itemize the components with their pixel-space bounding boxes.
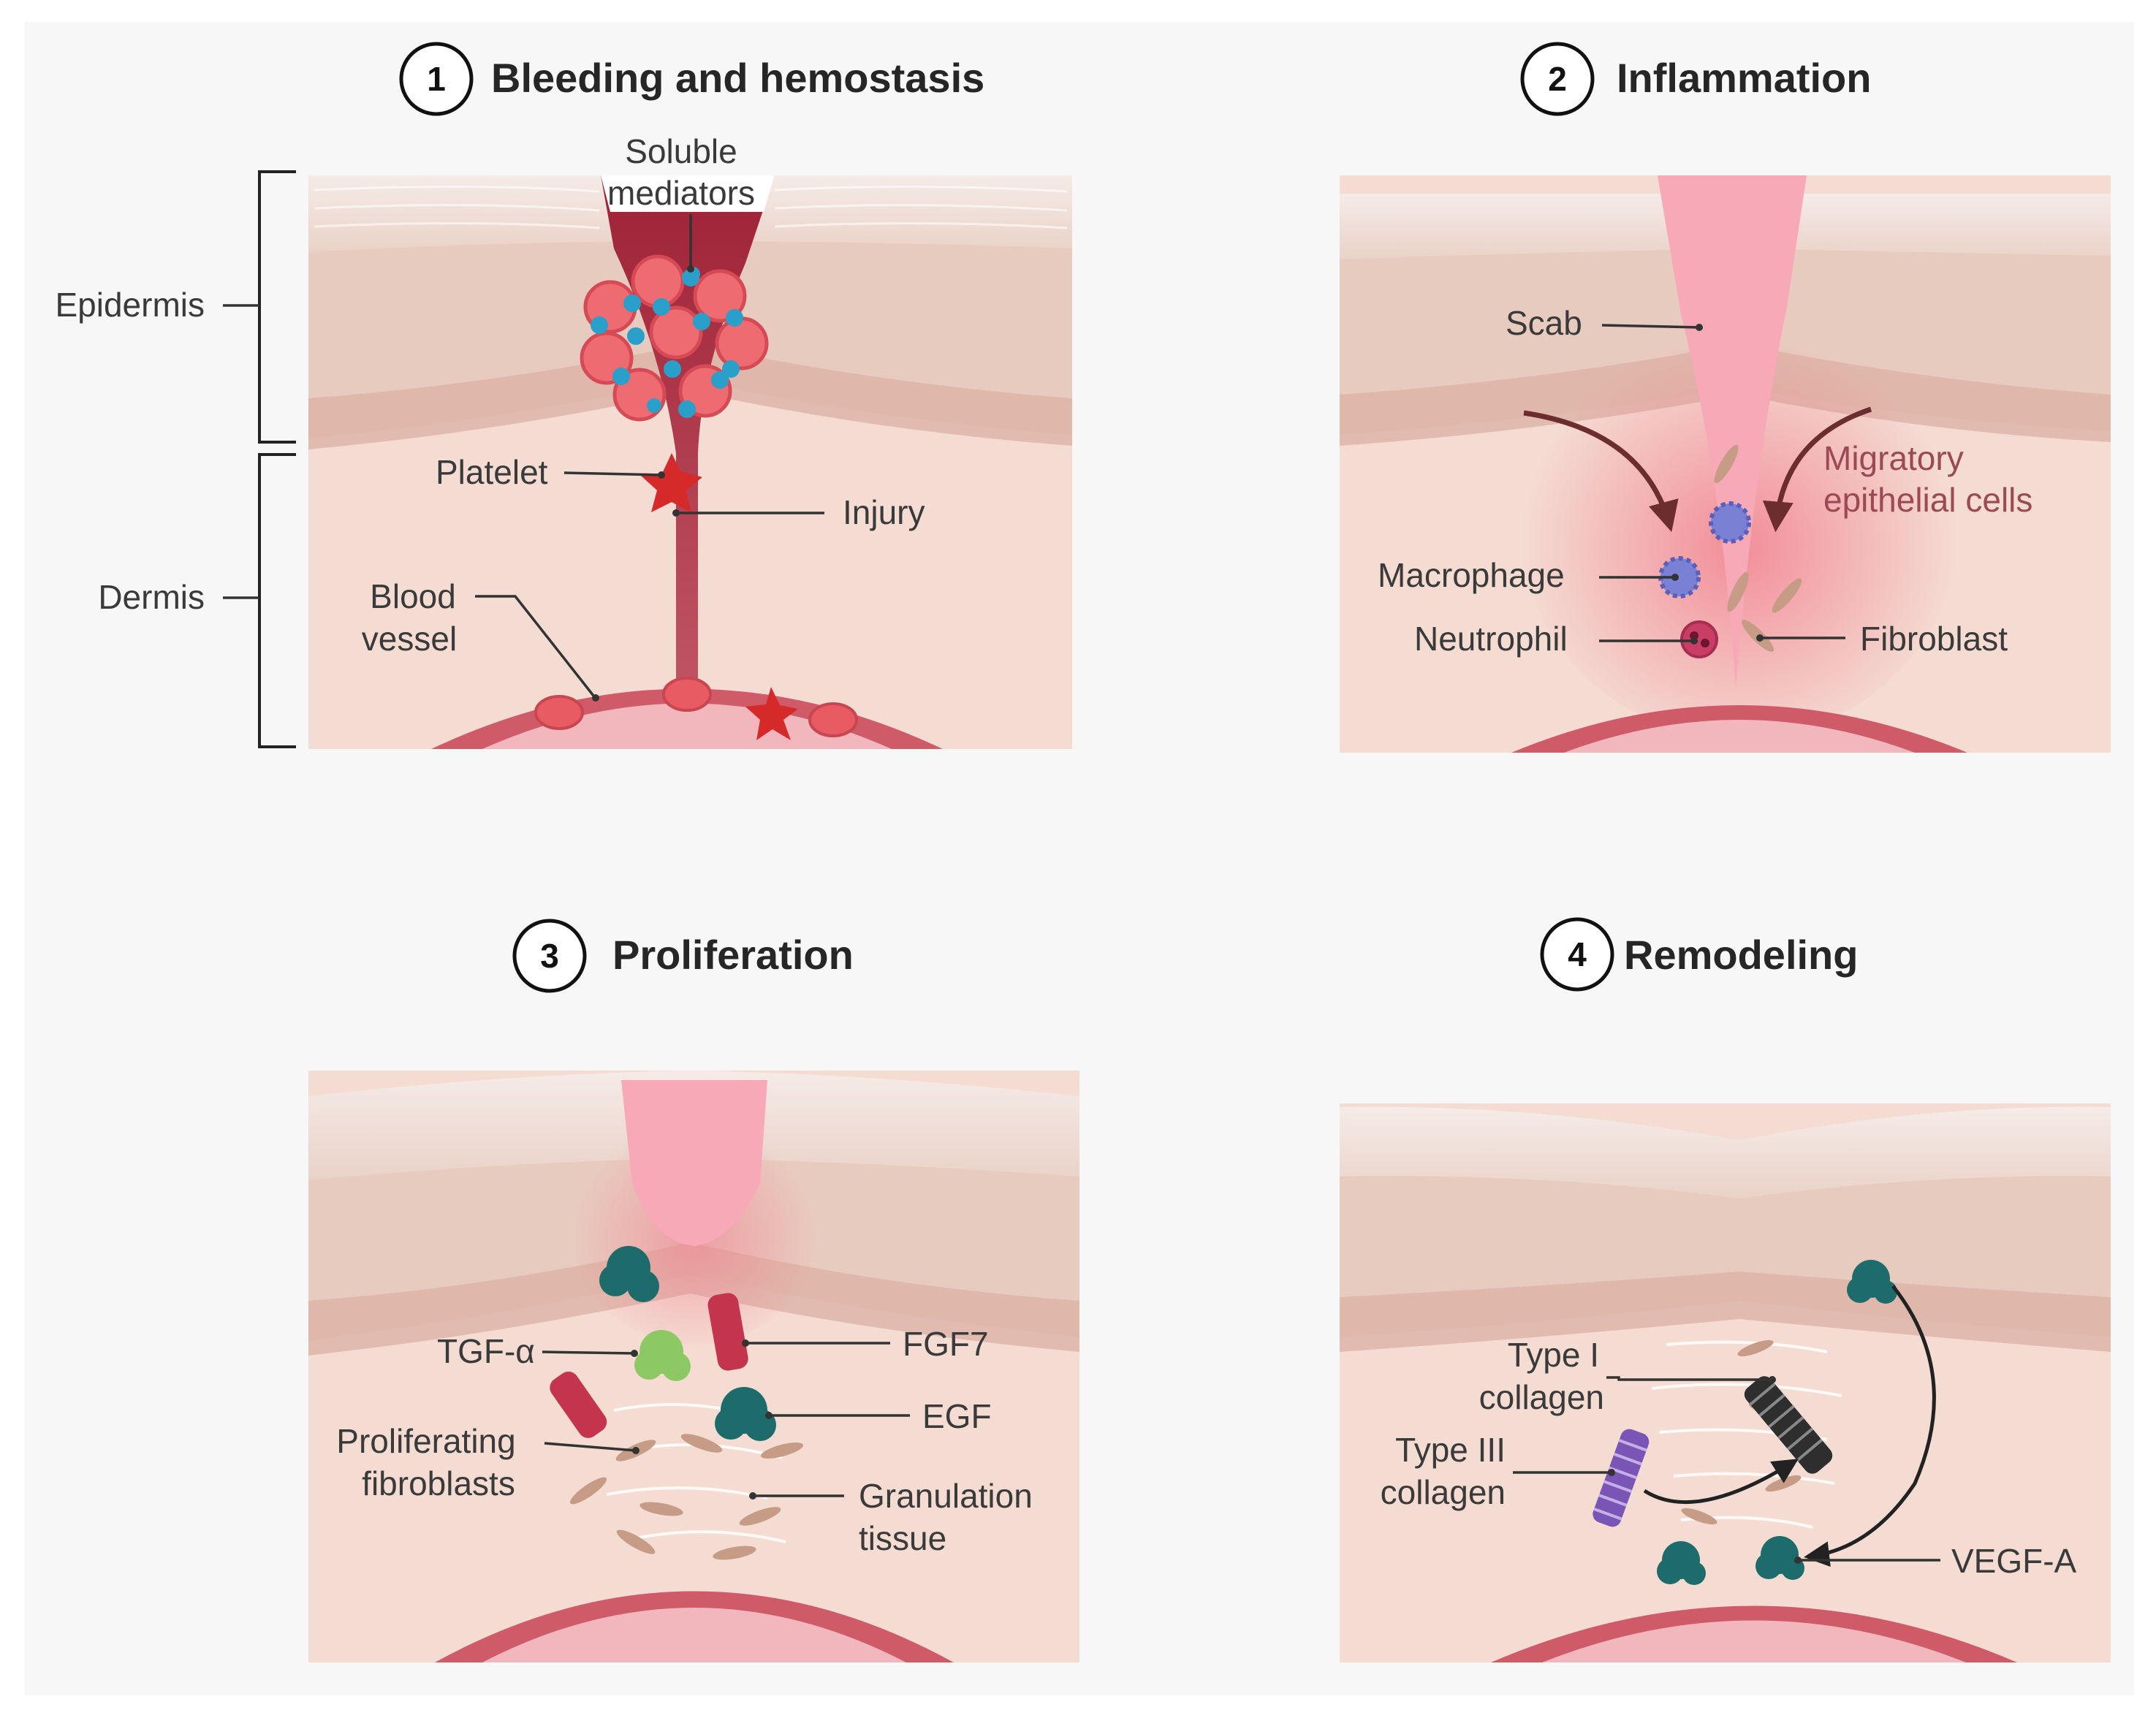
- neutrophil-cell: [1680, 620, 1718, 658]
- vegf-migration-arrow: [1804, 1285, 1936, 1567]
- proliferating-label-1: Proliferating: [336, 1422, 515, 1460]
- panel-2-title: Inflammation: [1617, 55, 1871, 101]
- fibroblast-cell: [1714, 444, 1739, 484]
- tgf-alpha-label: TGF-α: [437, 1332, 535, 1370]
- soluble-mediators-label-1: Soluble: [625, 132, 737, 170]
- migration-arrow-right: [1762, 406, 1872, 533]
- panel-2-number: 2: [1548, 60, 1567, 98]
- type-3-collagen: [1593, 1429, 1650, 1527]
- type-1-label-1: Type I: [1508, 1336, 1599, 1374]
- injury-label: Injury: [843, 493, 925, 531]
- vessel-rbc: [662, 677, 712, 712]
- panel-1-title: Bleeding and hemostasis: [491, 55, 984, 101]
- neutrophil-label: Neutrophil: [1414, 620, 1568, 658]
- epidermis-bracket: [258, 170, 296, 444]
- type-3-label-1: Type III: [1395, 1431, 1506, 1469]
- scab-label: Scab: [1506, 304, 1582, 342]
- panel-4-stratum-corneum: [1340, 1106, 2111, 1198]
- proliferating-label-2: fibroblasts: [362, 1464, 515, 1502]
- fibroblast-cell: [1727, 571, 1749, 612]
- blood-vessel-label-1: Blood: [370, 577, 456, 615]
- vegf-label: VEGF-A: [1951, 1542, 2077, 1580]
- panel-4: 4 Remodeling: [1340, 917, 2111, 1662]
- tgf-alpha-molecule: [634, 1330, 691, 1381]
- panel-3-scab: [621, 1080, 767, 1246]
- panel-4-number: 4: [1568, 935, 1587, 973]
- granulation-label-2: tissue: [859, 1519, 946, 1557]
- epidermis-label: Epidermis: [55, 286, 205, 324]
- injury-channel: [601, 175, 775, 702]
- type-3-label-2: collagen: [1381, 1473, 1506, 1511]
- remodeling-fibers: [1651, 1340, 1842, 1529]
- dermis-label: Dermis: [98, 578, 205, 616]
- egf-teal-cluster-top: [599, 1246, 659, 1302]
- panel-3-vessel-lumen: [482, 1608, 906, 1662]
- type-1-label-2: collagen: [1479, 1378, 1604, 1416]
- panel-4-basal-layer: [1340, 1272, 2111, 1352]
- panel-1-number: 1: [427, 60, 446, 98]
- panel-2: 2 Inflammation Scab Migratory epithelial…: [1340, 42, 2111, 753]
- panel-4-vessel-lumen: [1542, 1620, 1966, 1662]
- panel-3-number: 3: [540, 937, 559, 975]
- vessel-rbc: [808, 702, 858, 737]
- type-1-collagen: [1744, 1376, 1833, 1474]
- panel-1-basal-layer: [308, 343, 1072, 449]
- platelet: [641, 453, 702, 512]
- vessel-rbc: [534, 695, 584, 730]
- panel-1: 1 Bleeding and hemostasis: [55, 42, 1072, 749]
- dermis-bracket: [258, 453, 296, 748]
- fibroblast-label: Fibroblast: [1860, 620, 2008, 658]
- vegf-molecule-top: [1847, 1260, 1897, 1304]
- scab: [1658, 175, 1807, 687]
- migration-arrow-left: [1523, 410, 1679, 533]
- panel-3-number-circle: [512, 919, 587, 993]
- blood-vessel-label-2: vessel: [362, 620, 457, 658]
- granulation-label-1: Granulation: [859, 1477, 1033, 1515]
- migratory-label-2: epithelial cells: [1823, 481, 2032, 519]
- fgf7-label: FGF7: [903, 1325, 989, 1363]
- macrophage-label: Macrophage: [1378, 556, 1565, 594]
- panel-4-number-circle: [1540, 917, 1614, 992]
- macrophage-cell: [1709, 501, 1751, 544]
- blood-clot: [580, 254, 769, 422]
- panel-4-title: Remodeling: [1624, 932, 1858, 978]
- panel-2-number-circle: [1520, 42, 1595, 116]
- panel-3: 3 Proliferation: [308, 919, 1079, 1662]
- soluble-mediators-label-2: mediators: [607, 174, 755, 212]
- soluble-mediator-gap: [601, 175, 775, 212]
- migratory-label-1: Migratory: [1823, 439, 1964, 477]
- vessel-platelet: [745, 687, 798, 740]
- egf-label: EGF: [922, 1397, 992, 1435]
- panel-3-basal-layer: [308, 1242, 1079, 1356]
- vegf-molecule-left: [1657, 1541, 1706, 1585]
- collagen-transition-arrow: [1643, 1459, 1799, 1504]
- panel-2-vessel-lumen: [1564, 720, 1915, 753]
- fgf7-molecule: [707, 1293, 748, 1371]
- platelet-label: Platelet: [436, 453, 548, 491]
- panel-3-title: Proliferation: [612, 932, 854, 978]
- panel-1-number-circle: [399, 42, 474, 116]
- fgf7-molecule-2: [550, 1371, 607, 1438]
- fibroblast-cell: [1772, 578, 1802, 613]
